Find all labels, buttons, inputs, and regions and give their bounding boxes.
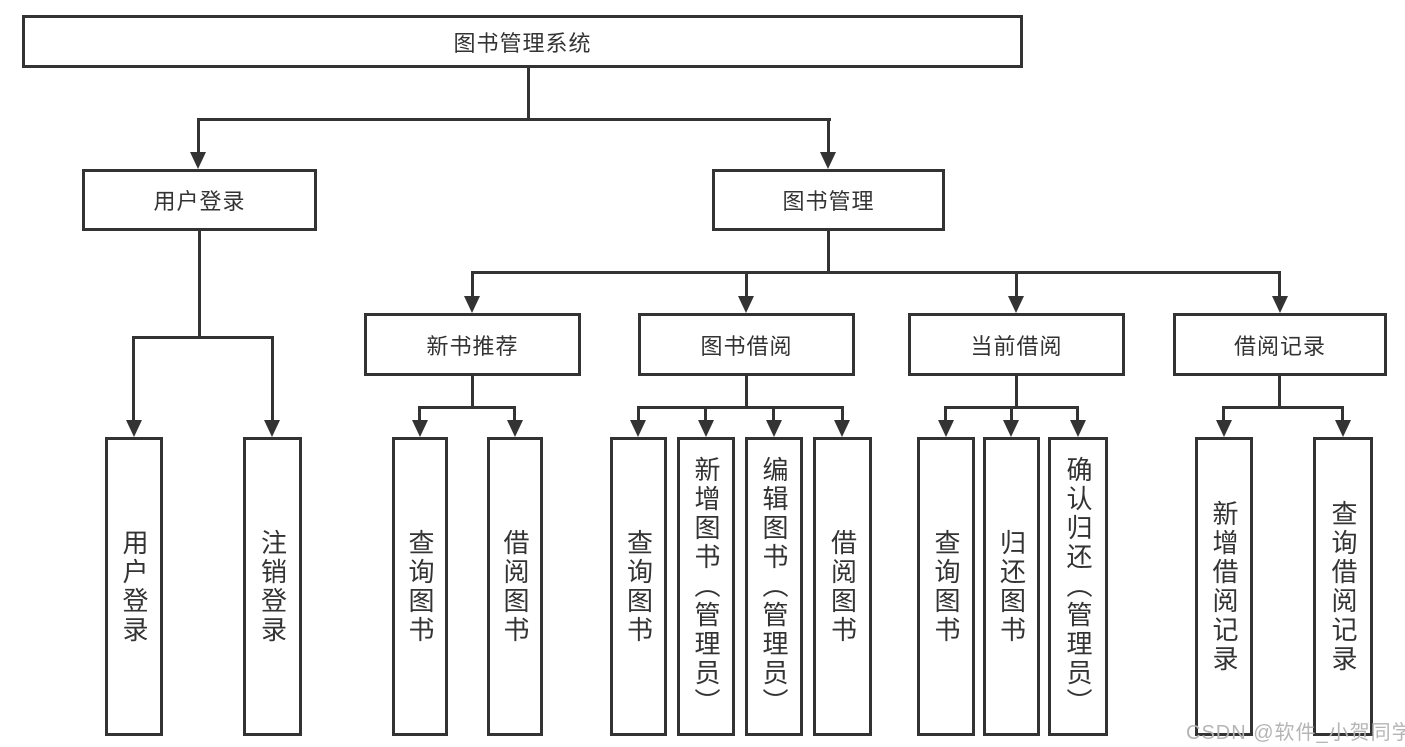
leaf-label: 归还图书	[996, 528, 1027, 645]
connector-line	[471, 376, 474, 408]
leaf-label: 编辑图书（管理员）	[759, 456, 789, 717]
leaf-add-books-admin: 新增图书（管理员）	[677, 437, 735, 736]
arrow-down-icon	[264, 420, 280, 437]
arrow-down-icon	[1335, 420, 1351, 437]
connector-line	[513, 406, 516, 423]
leaf-label: 查询图书	[623, 528, 654, 645]
arrow-down-icon	[630, 420, 646, 437]
leaf-logout: 注销登录	[243, 437, 302, 736]
connector-line	[841, 406, 844, 423]
leaf-label: 查询图书	[405, 528, 435, 645]
leaf-label: 注销登录	[257, 528, 288, 645]
connector-line	[418, 406, 421, 423]
connector-line	[1015, 376, 1018, 408]
connector-line	[471, 271, 1281, 274]
connector-line	[944, 406, 947, 423]
leaf-label: 借阅图书	[827, 528, 858, 645]
leaf-edit-books-admin: 编辑图书（管理员）	[745, 437, 803, 736]
arrow-down-icon	[938, 420, 954, 437]
leaf-borrow-books: 借阅图书	[813, 437, 872, 736]
arrow-down-icon	[464, 296, 480, 313]
leaf-query-books-current: 查询图书	[917, 437, 975, 736]
connector-line	[1010, 406, 1013, 423]
leaf-confirm-return-admin: 确认归还（管理员）	[1048, 437, 1108, 736]
connector-line	[745, 271, 748, 299]
arrow-down-icon	[738, 296, 754, 313]
node-new-book-recommend: 新书推荐	[364, 313, 581, 376]
arrow-down-icon	[834, 420, 850, 437]
arrow-down-icon	[1008, 296, 1024, 313]
leaf-label: 确认归还（管理员）	[1063, 456, 1093, 717]
node-book-management: 图书管理	[712, 169, 945, 231]
node-user-login: 用户登录	[82, 169, 317, 231]
leaf-label: 查询图书	[931, 528, 961, 645]
connector-line	[745, 376, 748, 408]
connector-line	[827, 118, 830, 158]
connector-line	[637, 406, 640, 423]
arrow-down-icon	[412, 420, 428, 437]
connector-line	[198, 231, 201, 338]
connector-line	[197, 118, 200, 158]
leaf-query-books-borrow: 查询图书	[610, 437, 667, 736]
leaf-label: 查询借阅记录	[1328, 499, 1358, 674]
leaf-label: 用户登录	[119, 528, 149, 645]
leaf-user-login: 用户登录	[105, 437, 163, 736]
arrow-down-icon	[1216, 420, 1232, 437]
node-borrow-records: 借阅记录	[1173, 313, 1387, 376]
connector-line	[132, 336, 135, 424]
leaf-return-books: 归还图书	[983, 437, 1040, 736]
connector-line	[132, 336, 274, 339]
connector-line	[704, 406, 707, 423]
csdn-watermark: CSDN @软件_小贺同学	[1186, 722, 1405, 744]
arrow-down-icon	[766, 420, 782, 437]
arrow-down-icon	[190, 152, 206, 169]
node-root-library-system: 图书管理系统	[22, 15, 1023, 68]
connector-line	[1076, 406, 1079, 423]
connector-line	[1222, 406, 1225, 423]
leaf-query-borrow-record: 查询借阅记录	[1313, 437, 1373, 736]
connector-line	[271, 336, 274, 424]
connector-line	[418, 406, 516, 409]
connector-line	[1278, 376, 1281, 408]
arrow-down-icon	[1070, 420, 1086, 437]
leaf-query-books-recommend: 查询图书	[392, 437, 448, 736]
leaf-label: 新增借阅记录	[1209, 499, 1239, 674]
node-book-borrow: 图书借阅	[638, 313, 855, 376]
connector-line	[827, 231, 830, 274]
connector-line	[527, 68, 530, 121]
arrow-down-icon	[1003, 420, 1019, 437]
connector-line	[1015, 271, 1018, 299]
arrow-down-icon	[698, 420, 714, 437]
arrow-down-icon	[820, 152, 836, 169]
arrow-down-icon	[507, 420, 523, 437]
connector-line	[1341, 406, 1344, 423]
leaf-borrow-books-recommend: 借阅图书	[487, 437, 543, 736]
arrow-down-icon	[126, 420, 142, 437]
connector-line	[197, 118, 831, 121]
arrow-down-icon	[1272, 296, 1288, 313]
node-current-borrow: 当前借阅	[908, 313, 1125, 376]
leaf-label: 借阅图书	[500, 528, 530, 645]
connector-line	[637, 406, 844, 409]
leaf-add-borrow-record: 新增借阅记录	[1195, 437, 1253, 736]
leaf-label: 新增图书（管理员）	[691, 456, 721, 717]
connector-line	[772, 406, 775, 423]
connector-line	[1222, 406, 1344, 409]
connector-line	[471, 271, 474, 299]
connector-line	[1278, 271, 1281, 299]
